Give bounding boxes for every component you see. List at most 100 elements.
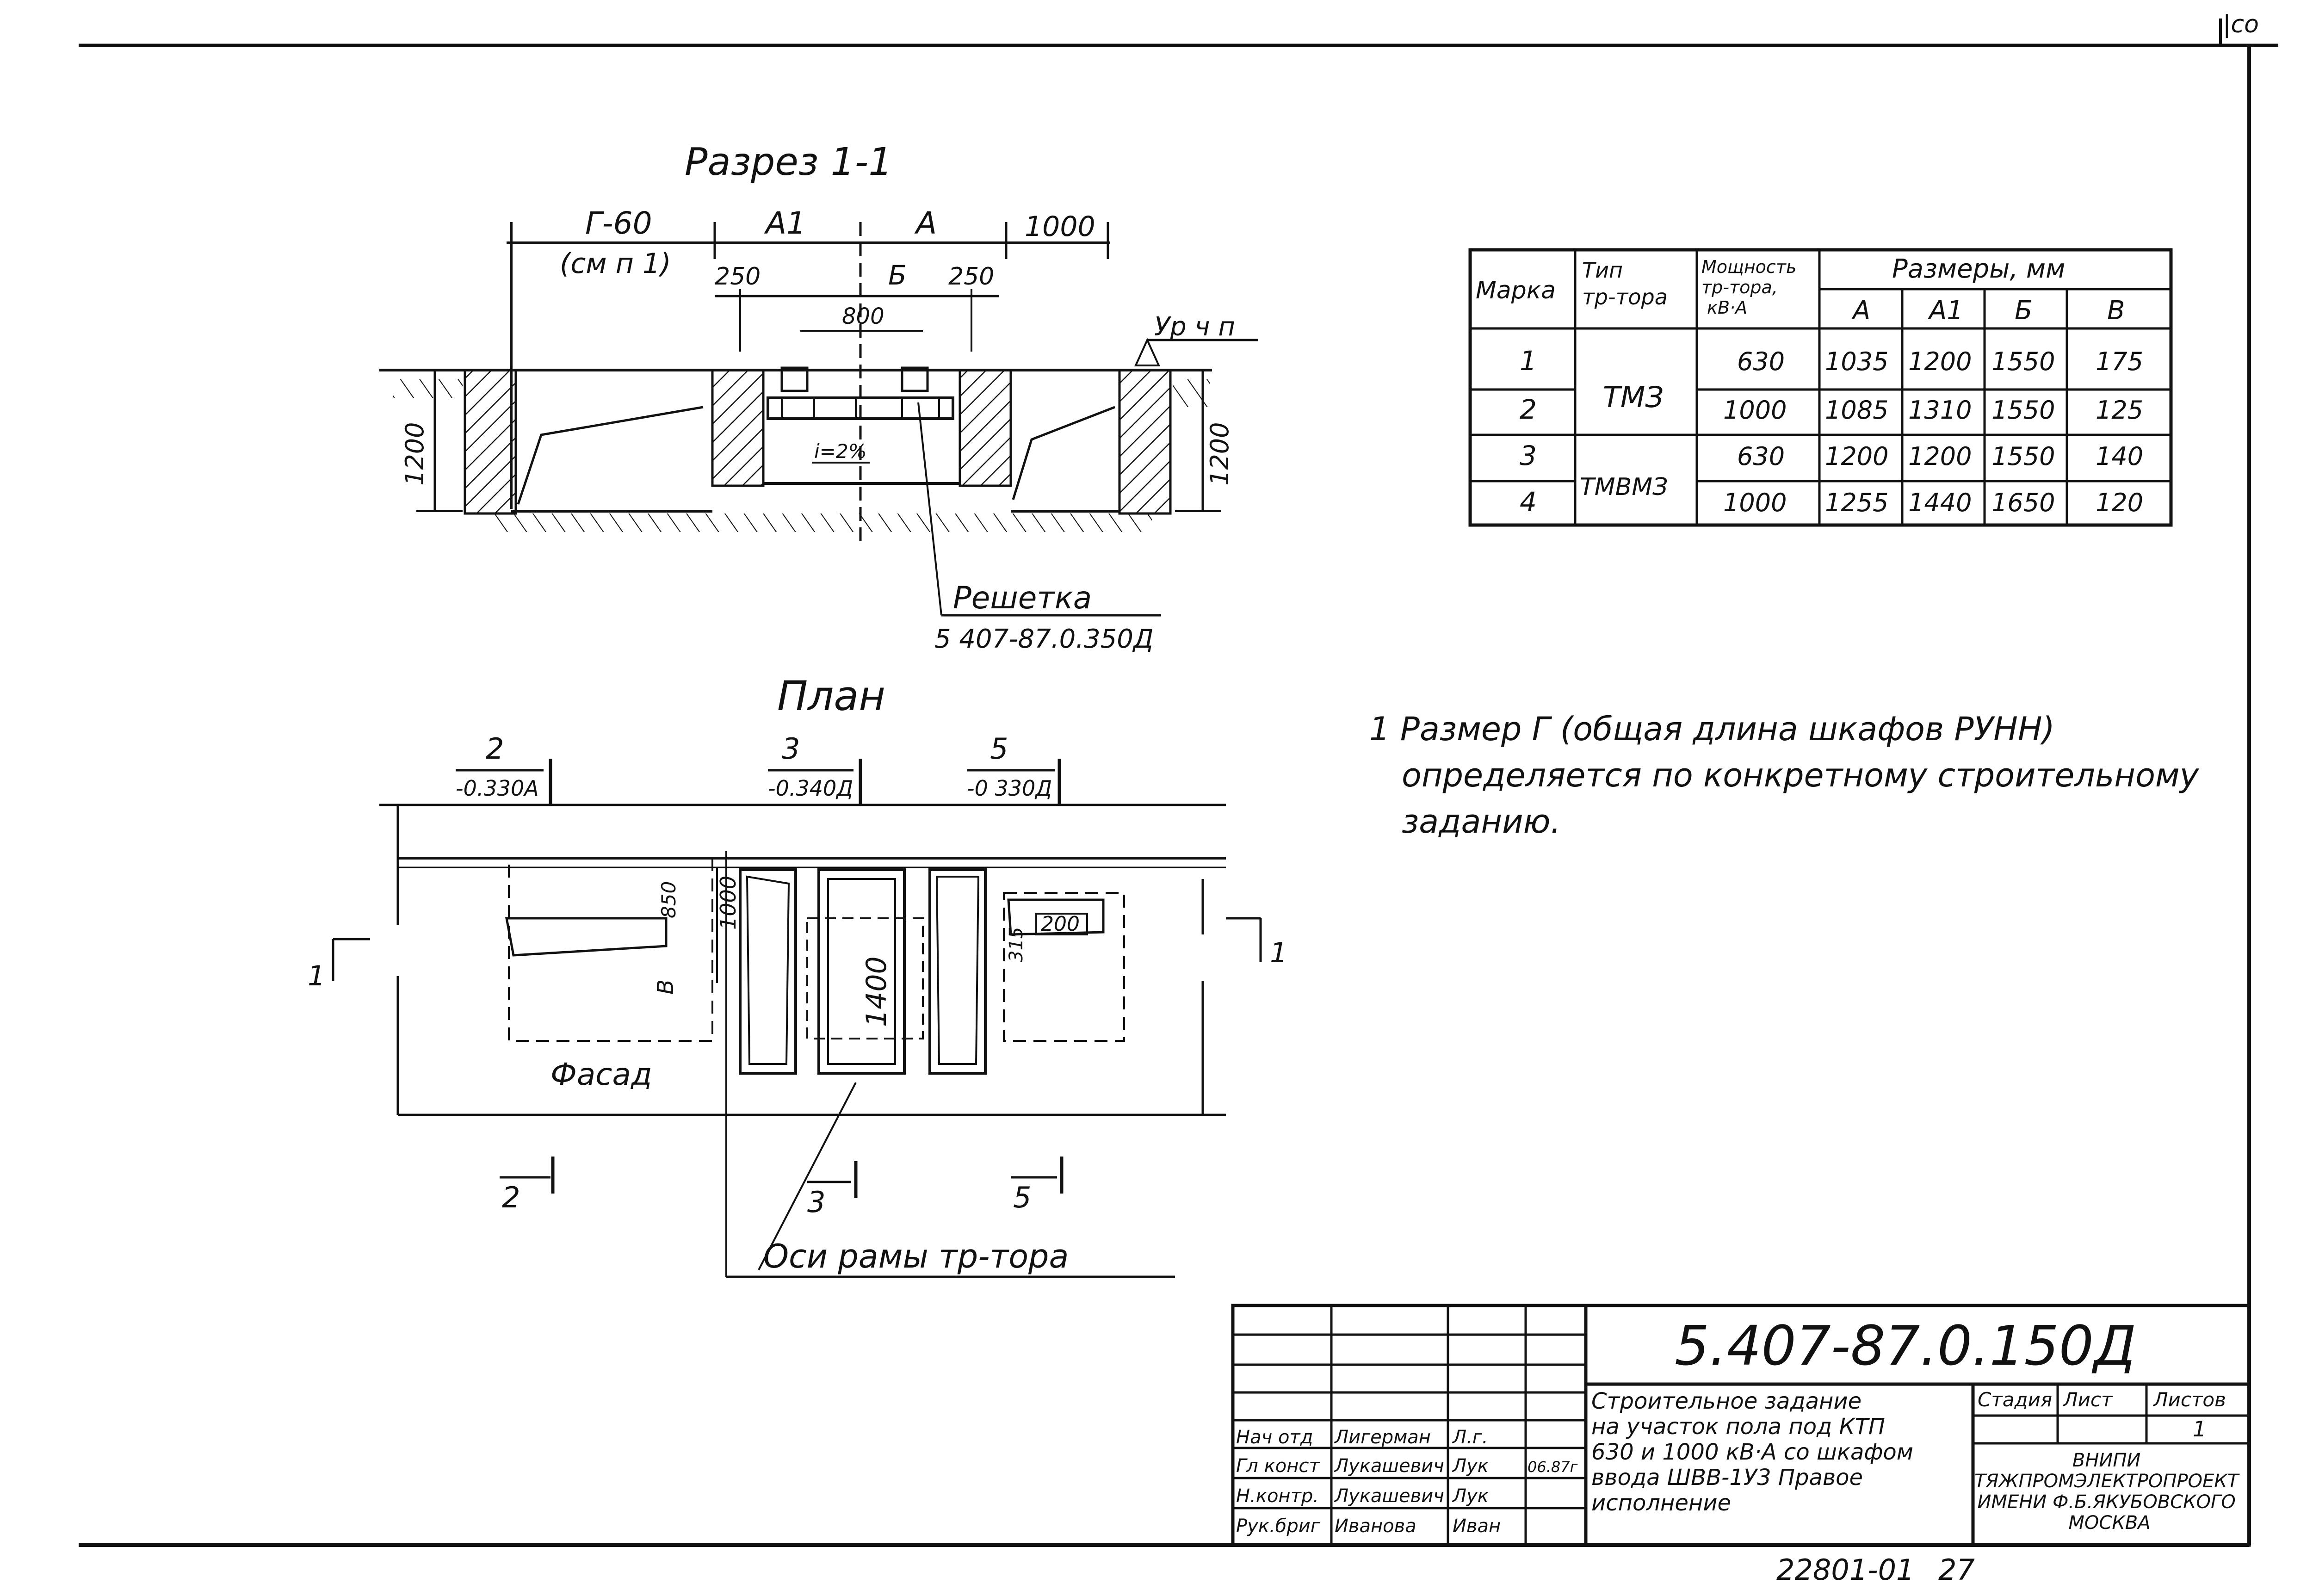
corner-mark: |co bbox=[2223, 11, 2259, 38]
dim-g60: Г-60 bbox=[585, 205, 652, 241]
desc-line-2: на участок пола под КТП bbox=[1591, 1414, 1885, 1440]
dim-1400: 1400 bbox=[860, 956, 893, 1027]
org-block: ВНИПИ ТЯЖПРОМЭЛЕКТРОПРОЕКТ ИМЕНИ Ф.Б.ЯКУ… bbox=[1974, 1450, 2245, 1534]
cut3-num: 3 bbox=[782, 732, 800, 766]
desc-line-4: ввода ШВВ-1У3 Правое bbox=[1591, 1465, 1863, 1491]
plan-view: План 2 -0.330А 3 -0.340Д 5 -0 330Д bbox=[308, 672, 1287, 1278]
row4-mark: 4 bbox=[1520, 486, 1537, 518]
cut3-ref: -0.340Д bbox=[768, 776, 853, 801]
grate-code: 5 407-87.0.350Д bbox=[934, 624, 1154, 654]
sig-name-1: Лигерман bbox=[1334, 1427, 1431, 1448]
dim-1200-right: 1200 bbox=[1205, 422, 1234, 486]
dim-1000: 1000 bbox=[1025, 210, 1095, 243]
cut2-num: 2 bbox=[486, 732, 504, 766]
sheets-label: Листов bbox=[2152, 1388, 2226, 1411]
general-note: 1 Размер Г (общая длина шкафов РУНН) опр… bbox=[1369, 710, 2200, 841]
org-line-4: МОСКВА bbox=[2068, 1512, 2150, 1534]
cut1-right: 1 bbox=[1270, 937, 1287, 969]
archive-number: 22801-01 bbox=[1776, 1553, 1915, 1587]
org-line-3: ИМЕНИ Ф.Б.ЯКУБОВСКОГО bbox=[1978, 1491, 2236, 1513]
dim-a1: A1 bbox=[764, 205, 806, 241]
header-a1: А1 bbox=[1928, 296, 1963, 326]
note-line-1: 1 Размер Г (общая длина шкафов РУНН) bbox=[1369, 710, 2055, 748]
header-a: А bbox=[1851, 296, 1870, 326]
page-number: 27 bbox=[1938, 1553, 1975, 1587]
soil-right bbox=[1173, 379, 1210, 407]
row2-v: 125 bbox=[2096, 396, 2143, 425]
dim-800: 800 bbox=[842, 303, 884, 329]
dim-1200-left: 1200 bbox=[400, 422, 429, 486]
section-view: Разрез 1-1 Г-60 (см п 1) A1 A 1000 250 Б… bbox=[379, 140, 1258, 654]
section-title: Разрез 1-1 bbox=[685, 140, 892, 184]
sig-date-2: 06.87г bbox=[1528, 1458, 1578, 1476]
sheet-label: Лист bbox=[2062, 1388, 2113, 1411]
axis-label: Оси рамы тр-тора bbox=[763, 1237, 1069, 1275]
doc-description: Строительное задание на участок пола под… bbox=[1591, 1388, 1920, 1516]
org-line-1: ВНИПИ bbox=[2072, 1450, 2140, 1471]
org-line-2: ТЯЖПРОМЭЛЕКТРОПРОЕКТ bbox=[1974, 1471, 2240, 1492]
type-group-2: ТМВМЗ bbox=[1580, 473, 1668, 501]
row4-a: 1255 bbox=[1825, 488, 1888, 517]
sig-sign-2: Лук bbox=[1452, 1455, 1489, 1477]
sig-sign-4: Иван bbox=[1453, 1516, 1501, 1537]
desc-line-1: Строительное задание bbox=[1591, 1388, 1862, 1414]
header-sizes: Размеры, мм bbox=[1892, 254, 2065, 284]
row1-a: 1035 bbox=[1825, 347, 1888, 376]
floor-level-label: Ур ч п bbox=[1154, 312, 1235, 342]
facade-label: Фасад bbox=[550, 1057, 652, 1092]
dim-250-left: 250 bbox=[715, 263, 761, 291]
row2-a1: 1310 bbox=[1908, 396, 1972, 425]
row3-v: 140 bbox=[2096, 442, 2143, 471]
row4-v: 120 bbox=[2096, 488, 2143, 517]
wall-left bbox=[464, 369, 517, 515]
desc-line-5: исполнение bbox=[1591, 1490, 1731, 1516]
row1-mark: 1 bbox=[1520, 345, 1537, 377]
plan-title: План bbox=[777, 672, 885, 720]
row2-mark: 2 bbox=[1520, 394, 1537, 425]
row4-b: 1650 bbox=[1991, 488, 2055, 517]
dim-v: В bbox=[653, 979, 679, 995]
grate-label: Решетка bbox=[953, 580, 1092, 616]
header-mark: Марка bbox=[1476, 277, 1556, 304]
dim-315: 315 bbox=[1006, 927, 1027, 962]
title-block: 5.407-87.0.150Д Строительное задание на … bbox=[1231, 1304, 2251, 1547]
row1-power: 630 bbox=[1737, 347, 1785, 376]
header-b: Б bbox=[2015, 296, 2032, 326]
row3-power: 630 bbox=[1737, 442, 1785, 471]
type-group-1: ТМЗ bbox=[1603, 380, 1664, 414]
sig-name-2: Лукашевич bbox=[1334, 1455, 1444, 1477]
wall-right bbox=[1118, 369, 1172, 515]
cut5-ref: -0 330Д bbox=[967, 776, 1052, 801]
wall-mid-left bbox=[711, 369, 765, 487]
slope-label: i=2% bbox=[814, 440, 867, 463]
row3-b: 1550 bbox=[1991, 442, 2055, 471]
row2-a: 1085 bbox=[1825, 396, 1888, 425]
row4-power: 1000 bbox=[1723, 488, 1787, 517]
cut5-bottom: 5 bbox=[1013, 1181, 1031, 1214]
dim-1000: 1000 bbox=[716, 876, 741, 930]
note-line-2: определяется по конкретному строительном… bbox=[1402, 756, 2200, 794]
sig-role-1: Нач отд bbox=[1236, 1427, 1313, 1448]
row3-a: 1200 bbox=[1825, 442, 1888, 471]
row1-b: 1550 bbox=[1991, 347, 2055, 376]
row4-a1: 1440 bbox=[1908, 488, 1972, 517]
soil-left bbox=[393, 379, 463, 398]
sig-sign-3: Лук bbox=[1452, 1485, 1489, 1507]
note-line-3: заданию. bbox=[1402, 803, 1561, 841]
dim-200: 200 bbox=[1041, 912, 1080, 936]
row2-power: 1000 bbox=[1723, 396, 1787, 425]
cut3-bottom: 3 bbox=[807, 1185, 825, 1219]
dim-850: 850 bbox=[657, 881, 680, 918]
cut2-ref: -0.330А bbox=[456, 776, 539, 801]
wall-mid-right bbox=[959, 369, 1012, 487]
sig-name-4: Иванова bbox=[1335, 1516, 1416, 1537]
sheets-value: 1 bbox=[2193, 1417, 2206, 1441]
cut5-num: 5 bbox=[990, 732, 1008, 766]
dim-a: A bbox=[914, 205, 937, 241]
soil-bottom bbox=[490, 513, 1152, 532]
table-rows: 1 630 1035 1200 1550 175 2 1000 1085 131… bbox=[1520, 345, 2143, 518]
